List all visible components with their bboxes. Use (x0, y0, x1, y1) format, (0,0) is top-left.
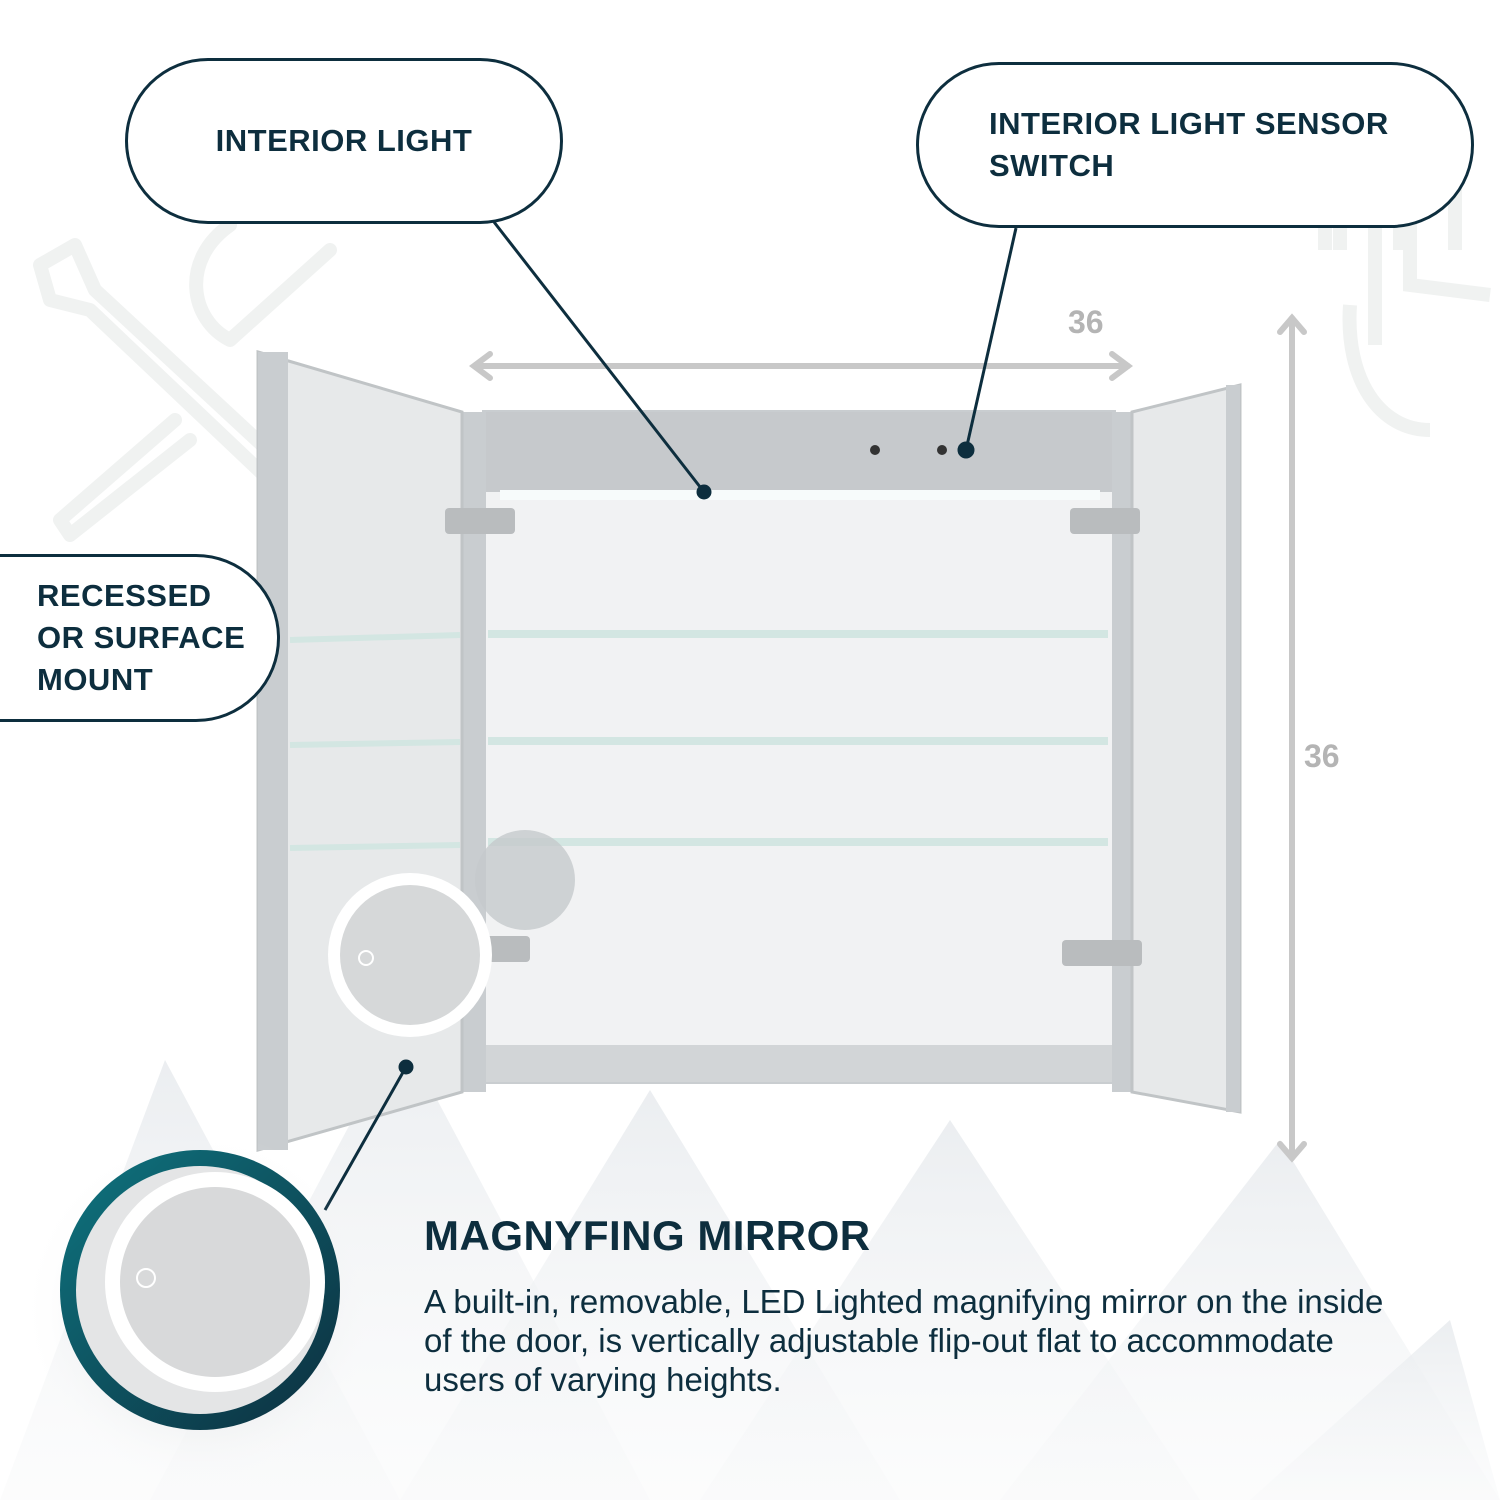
callout-interior-light: INTERIOR LIGHT (125, 58, 563, 224)
height-dimension-arrow (1277, 313, 1307, 1163)
callout-sensor-switch: INTERIOR LIGHT SENSOR SWITCH (916, 62, 1474, 228)
medicine-cabinet-illustration (256, 349, 1242, 1152)
callout-mount-type: RECESSED OR SURFACE MOUNT (0, 554, 280, 722)
magnifier-detail-circle (20, 1130, 380, 1490)
callout-sensor-switch-label: INTERIOR LIGHT SENSOR SWITCH (989, 106, 1389, 183)
callout-mount-type-label: RECESSED OR SURFACE MOUNT (37, 578, 246, 697)
width-dimension-label: 36 (1068, 304, 1104, 340)
feature-title: MAGNYFING MIRROR (424, 1212, 871, 1259)
feature-description: A built-in, removable, LED Lighted magni… (424, 1283, 1384, 1398)
callout-interior-light-label: INTERIOR LIGHT (215, 123, 473, 158)
height-dimension-label: 36 (1304, 738, 1340, 774)
width-dimension-arrow (469, 351, 1133, 381)
